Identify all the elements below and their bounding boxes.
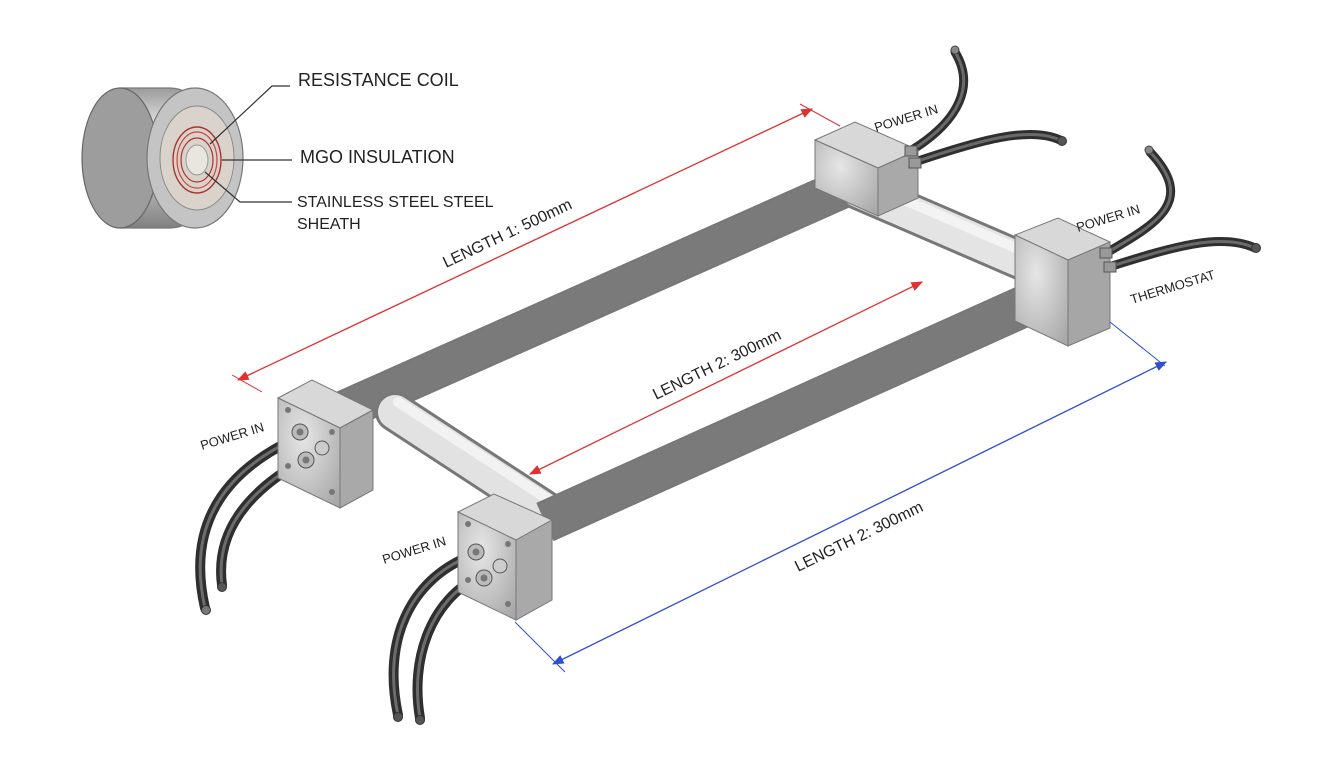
coil-outer-winding — [172, 126, 222, 194]
coil-mid-winding — [176, 131, 218, 189]
label-sheath-line1: STAINLESS STEEL STEEL — [297, 194, 494, 211]
terminal-block-right — [1013, 217, 1117, 347]
coil-inner-winding — [180, 137, 214, 183]
label-mgo-insulation: MGO INSULATION — [300, 147, 455, 167]
core-center — [185, 144, 209, 176]
heater-tubes — [331, 153, 1075, 542]
label-thermostat: THERMOSTAT — [1128, 267, 1216, 307]
label-power-in-right: POWER IN — [1074, 201, 1141, 235]
terminal-block-left — [276, 379, 375, 509]
label-power-in-left: POWER IN — [198, 419, 265, 453]
leader-resistance-coil — [209, 85, 290, 145]
label-resistance-coil: RESISTANCE COIL — [298, 70, 459, 90]
label-power-in-back: POWER IN — [872, 101, 939, 135]
label-length2-inner: LENGTH 2: 300mm — [650, 327, 784, 404]
terminal-block-front — [456, 493, 554, 621]
label-length2-outer: LENGTH 2: 300mm — [792, 499, 926, 576]
cross-section-inset: RESISTANCE COIL MGO INSULATION STAINLESS… — [81, 70, 494, 233]
label-power-in-front: POWER IN — [380, 533, 447, 567]
label-sheath-line2: SHEATH — [297, 216, 361, 233]
terminal-block-back — [813, 121, 922, 217]
